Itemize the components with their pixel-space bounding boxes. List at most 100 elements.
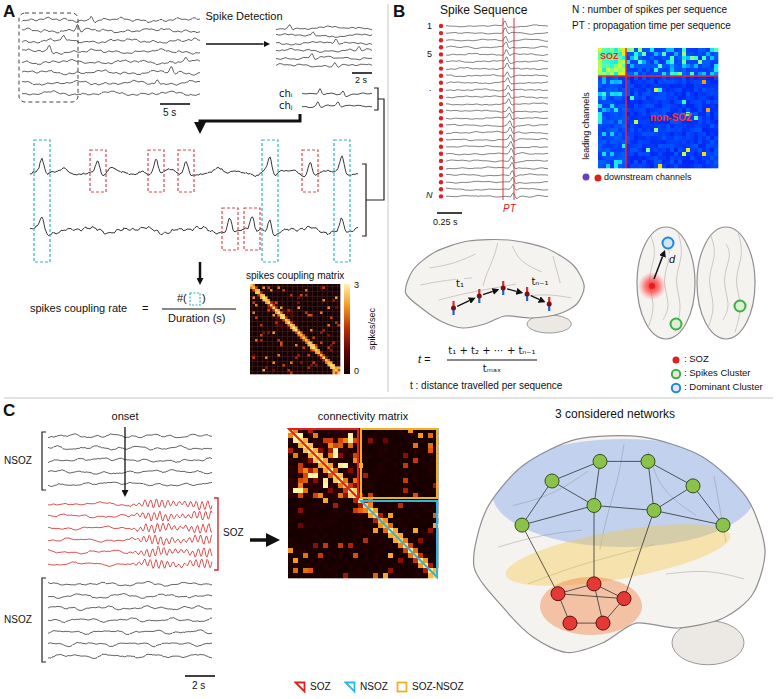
eeg-trace (446, 42, 548, 49)
matrix-cell (285, 322, 288, 325)
matrix-cell (250, 359, 253, 362)
matrix-cell (290, 332, 293, 335)
matrix-cell (598, 52, 602, 56)
matrix-cell (618, 68, 622, 72)
matrix-cell (280, 289, 283, 292)
matrix-cell (333, 322, 336, 325)
matrix-cell (258, 307, 261, 310)
matrix-cell (308, 372, 311, 375)
matrix-cell (323, 334, 326, 337)
matrix-cell (313, 349, 316, 352)
matrix-cell (602, 88, 606, 92)
eeg-trace (22, 16, 200, 22)
matrix-cell (295, 299, 298, 302)
matrix-cell (662, 60, 666, 64)
matrix-cell (618, 84, 622, 88)
matrix-cell (662, 100, 666, 104)
matrix-cell (315, 344, 318, 347)
matrix-cell (275, 312, 278, 315)
matrix-cell (275, 352, 278, 355)
matrix-cell (265, 369, 268, 372)
matrix-cell (330, 362, 333, 365)
matrix-cell (318, 372, 321, 375)
matrix-cell (320, 359, 323, 362)
matrix-cell (658, 80, 662, 84)
matrix-cell (265, 317, 268, 320)
matrix-cell (293, 299, 296, 302)
matrix-cell (265, 372, 268, 375)
matrix-cell (263, 332, 266, 335)
matrix-cell (290, 319, 293, 322)
matrix-cell (290, 294, 293, 297)
matrix-cell (666, 88, 670, 92)
matrix-cell (265, 359, 268, 362)
matrix-cell (263, 287, 266, 290)
matrix-cell (690, 56, 694, 60)
matrix-cell (325, 347, 328, 350)
matrix-cell (630, 112, 634, 116)
matrix-cell (278, 337, 281, 340)
matrix-cell (290, 364, 293, 367)
matrix-cell (300, 329, 303, 332)
matrix-cell (335, 287, 338, 290)
matrix-cell (283, 324, 286, 327)
matrix-cell (670, 116, 674, 120)
matrix-cell (320, 319, 323, 322)
matrix-cell (273, 352, 276, 355)
matrix-cell (310, 297, 313, 300)
matrix-cell (275, 289, 278, 292)
matrix-cell (654, 104, 658, 108)
matrix-cell (710, 108, 714, 112)
matrix-cell (280, 299, 283, 302)
matrix-cell (310, 334, 313, 337)
matrix-cell (610, 64, 614, 68)
matrix-cell (258, 334, 261, 337)
matrix-cell (323, 302, 326, 305)
matrix-cell (270, 294, 273, 297)
matrix-cell (323, 324, 326, 327)
matrix-cell (330, 314, 333, 317)
matrix-cell (295, 309, 298, 312)
matrix-cell (258, 319, 261, 322)
matrix-cell (295, 354, 298, 357)
matrix-cell (275, 334, 278, 337)
matrix-cell (290, 349, 293, 352)
channel-dot (439, 88, 443, 92)
matrix-cell (630, 60, 634, 64)
matrix-cell (250, 337, 253, 340)
matrix-cell (318, 309, 321, 312)
matrix-cell (670, 88, 674, 92)
matrix-cell (278, 332, 281, 335)
matrix-cell (606, 48, 610, 52)
matrix-cell (328, 319, 331, 322)
matrix-cell (258, 332, 261, 335)
matrix-cell (335, 337, 338, 340)
matrix-cell (313, 354, 316, 357)
matrix-cell (268, 349, 271, 352)
matrix-cell (263, 324, 266, 327)
matrix-cell (323, 337, 326, 340)
matrix-cell (610, 100, 614, 104)
matrix-cell (283, 367, 286, 370)
matrix-cell (260, 309, 263, 312)
matrix-cell (285, 344, 288, 347)
matrix-cell (666, 104, 670, 108)
matrix-cell (706, 48, 710, 52)
matrix-cell (690, 124, 694, 128)
matrix-cell (666, 100, 670, 104)
matrix-cell (335, 299, 338, 302)
matrix-cell (253, 339, 256, 342)
matrix-cell (335, 347, 338, 350)
matrix-cell (330, 337, 333, 340)
matrix-cell (610, 108, 614, 112)
matrix-cell (618, 88, 622, 92)
matrix-cell (698, 104, 702, 108)
matrix-cell (646, 108, 650, 112)
matrix-cell (260, 344, 263, 347)
matrix-cell (698, 100, 702, 104)
matrix-cell (330, 334, 333, 337)
matrix-cell (263, 367, 266, 370)
matrix-cell (686, 116, 690, 120)
matrix-cell (280, 337, 283, 340)
matrix-cell (315, 307, 318, 310)
